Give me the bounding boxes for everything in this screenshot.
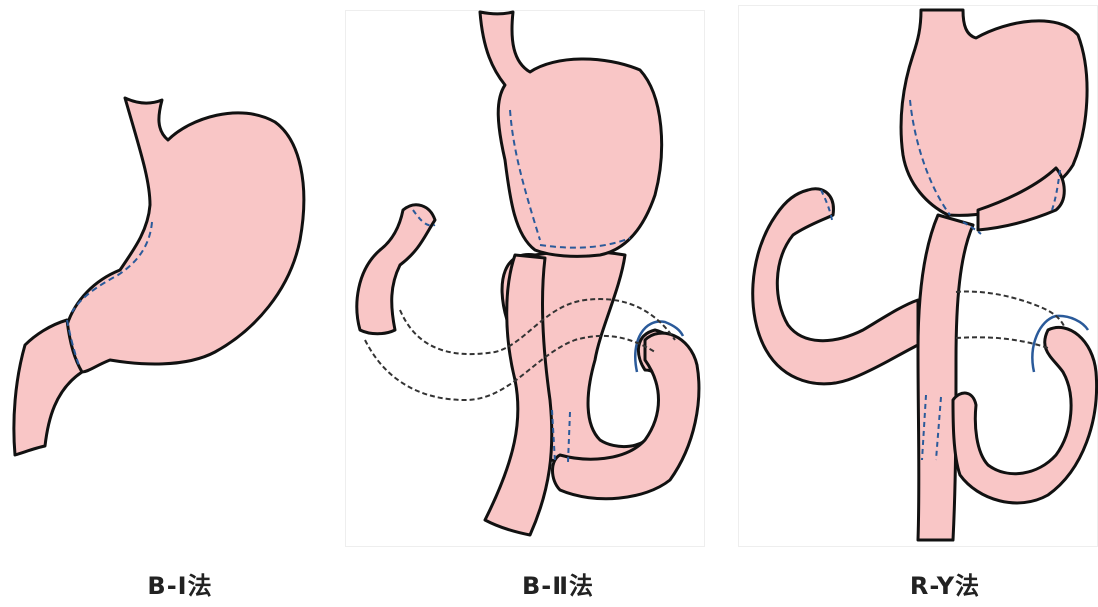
b2-illustration <box>345 0 705 560</box>
ry-roux-limb <box>918 215 973 540</box>
ry-illustration <box>738 0 1098 560</box>
ry-efferent-loop <box>953 327 1097 503</box>
diagram-b1 <box>0 0 330 560</box>
caption-b2: B-Ⅱ法 <box>448 566 668 601</box>
b2-remnant-stomach <box>480 12 662 256</box>
b1-stomach <box>67 98 304 372</box>
b1-illustration <box>0 0 330 560</box>
diagram-ry <box>738 0 1098 560</box>
caption-b1: B-Ⅰ法 <box>70 566 290 601</box>
caption-ry: R-Y法 <box>835 566 1055 601</box>
diagram-b2 <box>345 0 705 560</box>
b2-duodenal-stump <box>357 205 435 334</box>
ry-jejunal-c-loop <box>753 189 918 384</box>
b2-afferent-limb <box>485 255 552 535</box>
